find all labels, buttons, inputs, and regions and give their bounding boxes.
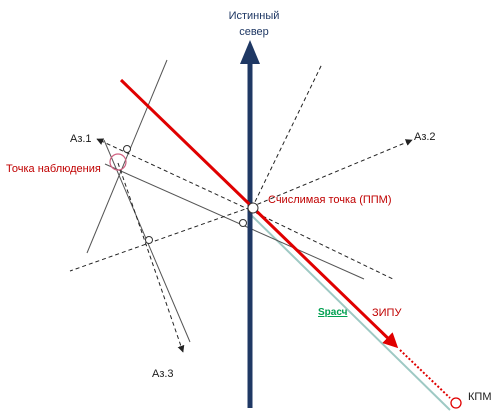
- azimuth-line-2-dashed: [69, 206, 252, 272]
- azimuth-1-label: Аз.1: [70, 133, 92, 145]
- true-north-label-line2: север: [239, 26, 269, 38]
- zipu-label: ЗИПУ: [372, 307, 402, 319]
- true-north-arrowhead: [240, 40, 260, 64]
- intersection-point-2: [145, 236, 153, 244]
- s-calc-label: Sрасч: [318, 307, 348, 318]
- bearing-line-1: [86, 59, 168, 254]
- intersection-point-3: [239, 219, 247, 227]
- azimuth-line-3: [117, 162, 185, 353]
- kpm-point-marker: [450, 397, 462, 409]
- observation-point-marker: [109, 153, 127, 171]
- intersection-point-1: [123, 145, 131, 153]
- track-line: [119, 78, 399, 349]
- azimuth-2-label: Аз.2: [414, 131, 436, 143]
- true-north-label-line1: Истинный: [229, 10, 280, 22]
- observation-point-label: Точка наблюдения: [6, 163, 101, 175]
- azimuth-3-label: Аз.3: [152, 368, 174, 380]
- azimuth-line-2: [250, 139, 413, 208]
- computed-point-label: Счислимая точка (ППМ): [268, 194, 392, 206]
- bearing-line-3: [104, 163, 365, 280]
- azimuth-line-3-dashed: [251, 63, 323, 209]
- s-calc-line: [247, 211, 451, 411]
- track-extension-dotted: [399, 349, 451, 399]
- computed-point-marker: [247, 202, 259, 214]
- kpm-label: КПМ: [468, 391, 491, 403]
- azimuth-line-1: [96, 138, 251, 211]
- azimuth-line-1-dashed: [249, 209, 396, 281]
